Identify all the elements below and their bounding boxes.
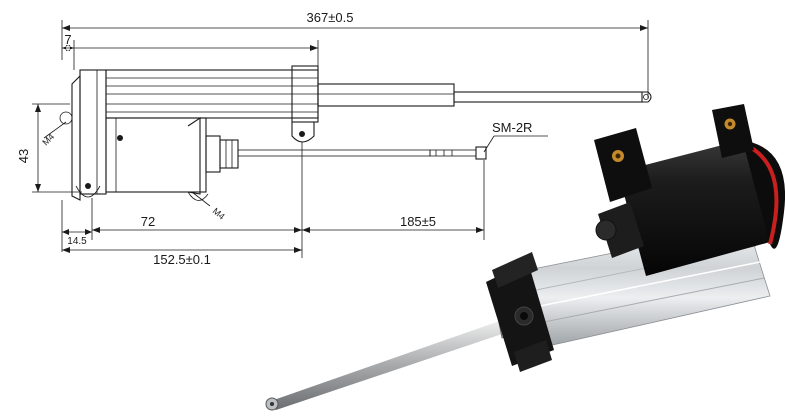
- cable-length-label: 185±5: [400, 214, 436, 229]
- thread-label-left: M4: [40, 131, 56, 147]
- rear-mount-hole-icon: [85, 183, 91, 189]
- motor-length-label: 72: [141, 214, 155, 229]
- thread-label-right: M4: [211, 206, 227, 222]
- dimension-labels: 367±0.5 7 43 14.5 72 152.5±0.1 185±5 SM-…: [16, 10, 532, 267]
- dimension-lines: [32, 20, 649, 258]
- base-offset-label: 14.5: [67, 236, 87, 247]
- piston-rod: [268, 318, 514, 410]
- actuator-outline: [59, 65, 652, 201]
- body-length-label: 152.5±0.1: [153, 252, 211, 267]
- overall-length-label: 367±0.5: [307, 10, 354, 25]
- height-label: 43: [16, 149, 31, 163]
- connector-label: SM-2R: [492, 120, 532, 135]
- motor-screw-icon: [117, 135, 123, 141]
- motor-body: [618, 140, 770, 276]
- actuator-photo: [265, 104, 785, 411]
- offset-label: 7: [64, 32, 71, 47]
- red-seal-ring: [747, 144, 779, 245]
- rear-mount-left: [594, 128, 652, 202]
- rear-mount-right: [712, 104, 754, 158]
- front-mount-hole-icon: [299, 131, 305, 137]
- connector-plug-icon: [475, 146, 487, 160]
